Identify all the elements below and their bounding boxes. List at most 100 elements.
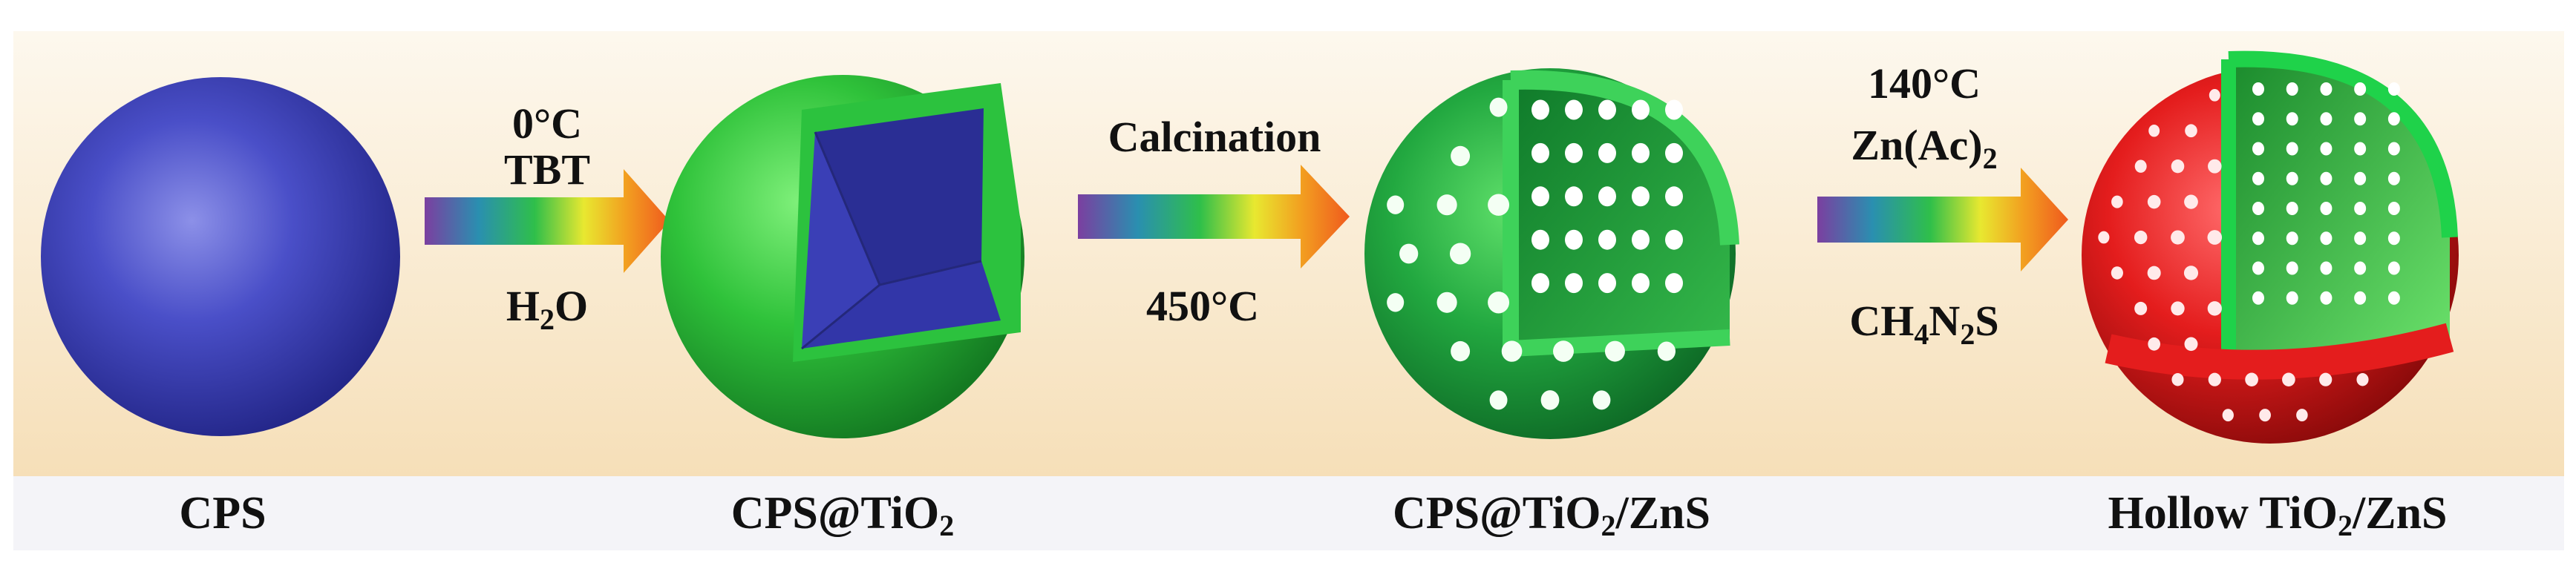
- pore: [1553, 340, 1574, 362]
- pore: [1451, 340, 1471, 362]
- inner-pore: [2286, 82, 2298, 96]
- inner-pore: [2320, 82, 2333, 96]
- inner-pore: [2252, 291, 2264, 305]
- pore: [1387, 195, 1405, 214]
- inner-pore: [2387, 142, 2400, 156]
- inner-pore: [2320, 231, 2333, 246]
- pore: [2111, 195, 2123, 208]
- inner-pore: [1598, 229, 1616, 250]
- pore: [2222, 409, 2234, 422]
- inner-pore: [1531, 99, 1549, 120]
- step1-reagent: TBT: [504, 145, 590, 194]
- inner-pore: [1632, 186, 1650, 207]
- pore: [2134, 301, 2148, 315]
- pore: [2111, 266, 2123, 280]
- step3-sulfur-source: CH4N2S: [1849, 297, 1998, 351]
- pore: [2207, 301, 2222, 316]
- pore: [1604, 340, 1625, 362]
- inner-pore: [2354, 291, 2367, 305]
- inner-pore: [2387, 171, 2400, 185]
- inner-pore: [2354, 261, 2367, 275]
- inner-pore: [1632, 99, 1650, 120]
- inner-pore: [2354, 112, 2367, 126]
- inner-pore: [1565, 273, 1583, 294]
- inner-pore: [1665, 273, 1683, 294]
- inner-pore: [1598, 142, 1616, 163]
- cps-sphere: [41, 77, 400, 436]
- pore: [2356, 373, 2369, 386]
- inner-pore: [2286, 202, 2298, 215]
- inner-pore: [2286, 291, 2298, 305]
- inner-pore: [1598, 186, 1616, 207]
- inner-pore: [2252, 261, 2264, 275]
- inner-pore: [1531, 229, 1549, 250]
- inner-pore: [1565, 142, 1583, 163]
- pore: [2147, 194, 2161, 209]
- pore: [1488, 194, 1510, 216]
- pore: [1399, 243, 1419, 264]
- pore: [2209, 89, 2220, 102]
- step1-solvent: H2O: [506, 282, 588, 336]
- stage-label-cps-tio2: CPS@TiO2: [731, 488, 954, 542]
- hollow-tio2-zns-sphere: [2082, 50, 2459, 444]
- pore: [2282, 372, 2295, 386]
- step2-process: Calcination: [1108, 113, 1321, 161]
- inner-pore: [1565, 186, 1583, 207]
- inner-pore: [2286, 171, 2298, 185]
- arrow-step-3: [1817, 168, 2068, 271]
- pore: [1501, 340, 1523, 362]
- pore: [2134, 159, 2147, 173]
- pore: [2184, 337, 2198, 352]
- inner-pore: [2387, 291, 2400, 305]
- pore: [2148, 337, 2161, 351]
- inner-pore: [2320, 261, 2333, 275]
- inner-pore: [1531, 273, 1549, 294]
- inner-pore: [2252, 142, 2264, 156]
- inner-pore: [1665, 229, 1683, 250]
- inner-pore: [1565, 229, 1583, 250]
- inner-pore: [2286, 142, 2298, 156]
- pore: [2147, 266, 2161, 280]
- pore: [1449, 243, 1471, 265]
- pore: [2098, 231, 2110, 244]
- inner-pore: [1632, 142, 1650, 163]
- pore: [1657, 341, 1676, 361]
- inner-pore: [2387, 82, 2400, 96]
- inner-pore: [2252, 112, 2264, 126]
- pore: [2319, 372, 2333, 386]
- pore: [2208, 159, 2222, 174]
- inner-pore: [1531, 186, 1549, 207]
- inner-pore: [1665, 186, 1683, 207]
- inner-pore: [2320, 112, 2333, 126]
- pore: [2171, 373, 2184, 386]
- inner-pore: [2354, 202, 2367, 215]
- pore: [2296, 409, 2308, 422]
- inner-pore: [1632, 229, 1650, 250]
- inner-pore: [1665, 99, 1683, 120]
- pore: [1451, 145, 1471, 167]
- stage-label-cps-tio2-zns: CPS@TiO2/ZnS: [1393, 488, 1710, 542]
- inner-pore: [2354, 142, 2367, 156]
- inner-pore: [2387, 261, 2400, 275]
- pore: [1436, 292, 1457, 313]
- inner-pore: [2320, 291, 2333, 305]
- arrow-step-1: [425, 169, 670, 273]
- pore: [2184, 194, 2198, 209]
- pore: [2185, 124, 2197, 138]
- pore: [1436, 194, 1457, 216]
- stage-label-hollow-tio2-zns: Hollow TiO2/ZnS: [2108, 488, 2447, 542]
- porous-cutaway-sphere: [1364, 68, 1739, 439]
- inner-pore: [2320, 202, 2333, 215]
- inner-pore: [2252, 202, 2264, 215]
- cps-tio2-cutaway-sphere: [661, 75, 1024, 438]
- inner-pore: [2387, 112, 2400, 126]
- step3-temperature: 140°C: [1868, 59, 1981, 108]
- inner-pore: [1531, 142, 1549, 163]
- inner-pore: [2252, 231, 2264, 246]
- inner-pore: [2320, 142, 2333, 156]
- pore: [2208, 372, 2221, 386]
- inner-pore: [2286, 261, 2298, 275]
- stage-label-cps: CPS: [179, 488, 266, 538]
